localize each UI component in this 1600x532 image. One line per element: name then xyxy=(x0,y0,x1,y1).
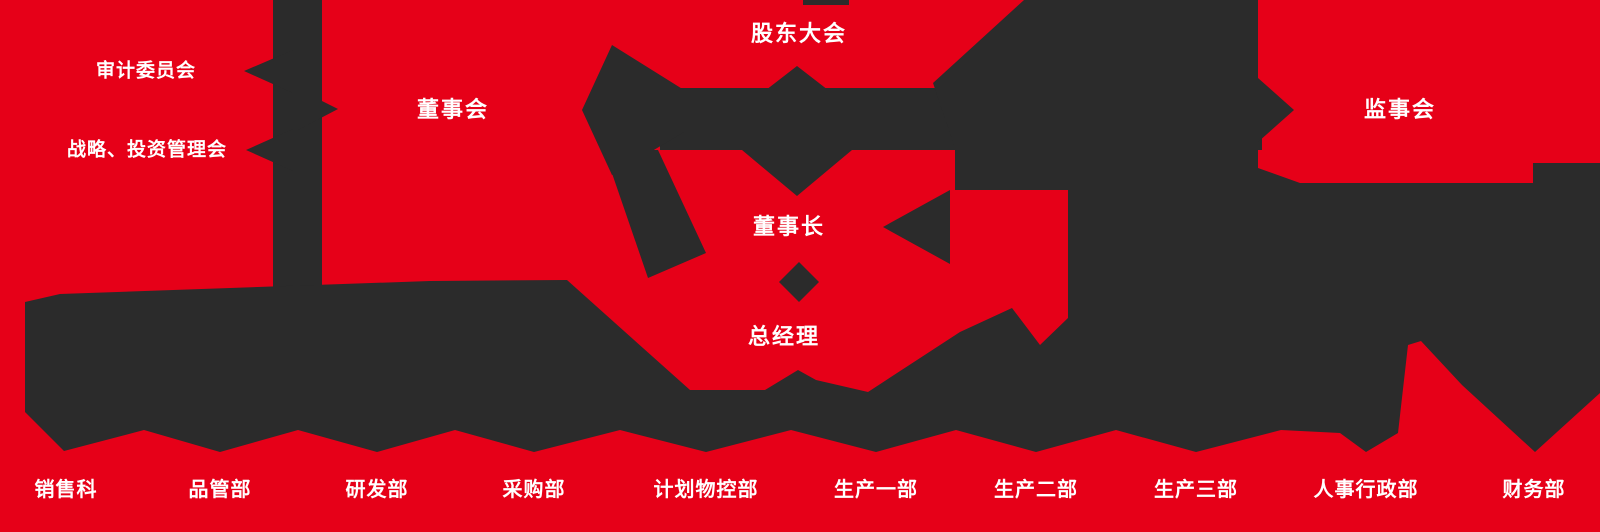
node-dept-planning-control: 计划物控部 xyxy=(653,479,759,501)
node-dept-sales: 销售科 xyxy=(34,479,98,501)
arrow-chairman-icon xyxy=(742,150,852,196)
connector-left-diagonal xyxy=(604,150,706,278)
node-shareholders-meeting: 股东大会 xyxy=(750,21,848,46)
arrow-board-icon xyxy=(296,88,338,131)
mass-top-right xyxy=(933,0,1600,190)
node-strategy-investment-committee: 战略、投资管理会 xyxy=(66,139,228,161)
node-dept-production-2: 生产二部 xyxy=(994,479,1078,501)
node-chairman: 董事长 xyxy=(752,214,826,239)
node-dept-finance: 财务部 xyxy=(1502,479,1566,501)
node-dept-production-1: 生产一部 xyxy=(834,479,918,501)
node-dept-rnd: 研发部 xyxy=(345,479,409,501)
node-dept-production-3: 生产三部 xyxy=(1154,479,1238,501)
node-audit-committee: 审计委员会 xyxy=(95,60,197,82)
node-dept-quality: 品管部 xyxy=(188,479,252,501)
node-general-manager: 总经理 xyxy=(747,324,821,349)
connector-top-stub xyxy=(803,0,849,5)
diamond-chairman-gm-icon xyxy=(779,262,819,302)
node-dept-hr-admin: 人事行政部 xyxy=(1313,479,1419,501)
arrow-chairman-right-icon xyxy=(883,190,950,264)
node-dept-purchasing: 采购部 xyxy=(502,479,566,501)
arrow-audit-committee-icon xyxy=(244,50,293,93)
node-board-of-directors: 董事会 xyxy=(416,97,490,122)
arrow-strategy-committee-icon xyxy=(246,129,293,171)
arrow-shareholders-icon xyxy=(766,66,828,90)
node-supervisory-board: 监事会 xyxy=(1363,97,1437,122)
arrow-band-left-icon xyxy=(582,45,684,175)
mass-bottom xyxy=(25,190,1600,452)
